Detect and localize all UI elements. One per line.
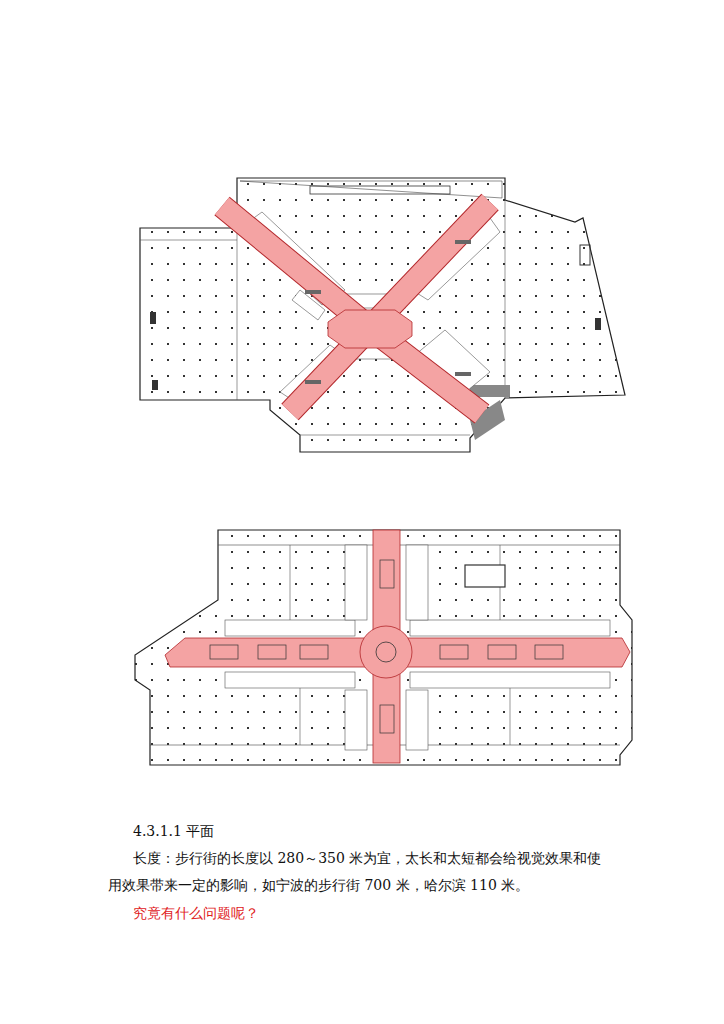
floor-plan-cross	[135, 530, 632, 765]
floor-plan-x	[140, 178, 625, 452]
body-paragraph: 长度：步行街的长度以 280～350 米为宜，太长和太短都会给视觉效果和使用效果…	[108, 845, 602, 899]
red-note: 究竟有什么问题呢？	[133, 900, 593, 927]
section-heading: 4.3.1.1 平面	[133, 818, 593, 845]
